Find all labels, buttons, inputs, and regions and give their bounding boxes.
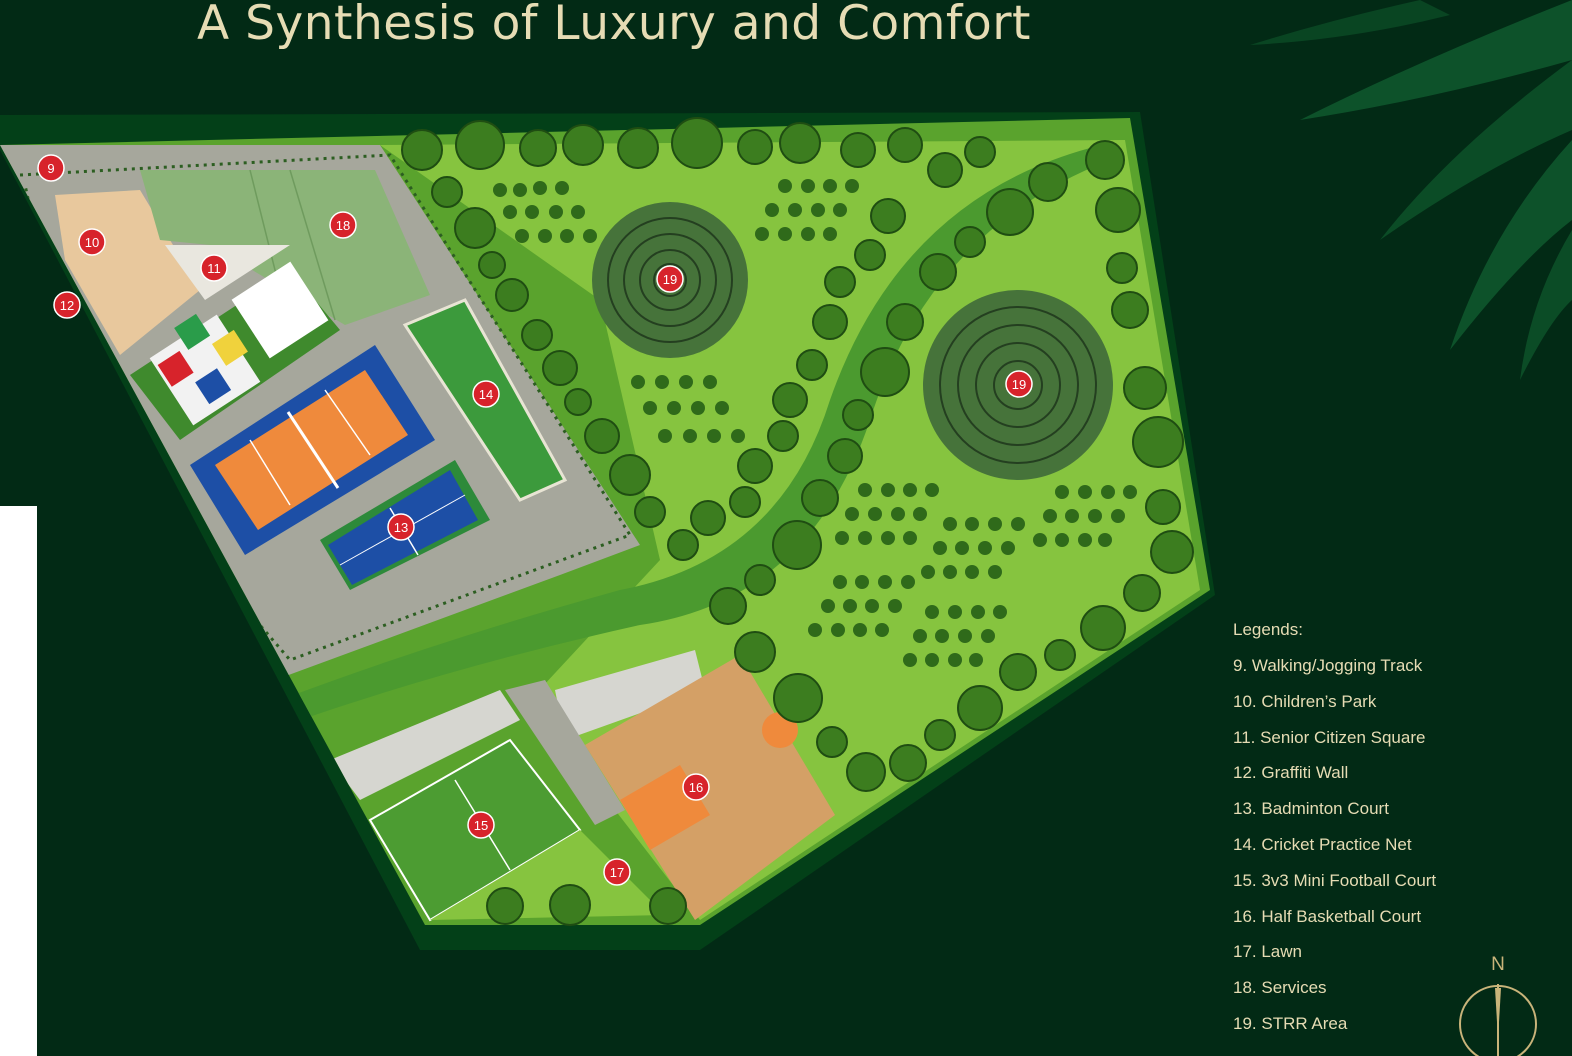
seating-area-north — [555, 650, 705, 740]
legend-item-14: 14. Cricket Practice Net — [1233, 834, 1412, 854]
green-walkway — [280, 148, 1110, 720]
legend-item-18: 18. Services — [1233, 978, 1327, 998]
central-pathway — [505, 680, 625, 825]
marker-16-label: 16 — [689, 780, 703, 795]
shrub-clusters — [493, 179, 1137, 667]
marker-17[interactable]: 17 — [603, 858, 631, 886]
legend-panel: Legends: 9. Walking/Jogging Track 10. Ch… — [1233, 618, 1553, 1048]
marker-12[interactable]: 12 — [53, 291, 81, 319]
seating-area-south — [330, 690, 520, 800]
legend-item-17: 17. Lawn — [1233, 942, 1302, 962]
marker-15[interactable]: 15 — [467, 811, 495, 839]
senior-citizen-square — [165, 245, 290, 300]
legend-list: 9. Walking/Jogging Track 10. Children’s … — [1233, 654, 1553, 1048]
legend-item-19: 19. STRR Area — [1233, 1013, 1348, 1033]
legend-item-11: 11. Senior Citizen Square — [1233, 727, 1426, 747]
marker-9-label: 9 — [47, 161, 54, 176]
marker-11[interactable]: 11 — [200, 254, 228, 282]
marker-19-west[interactable]: 19 — [656, 265, 684, 293]
legend-item-16: 16. Half Basketball Court — [1233, 906, 1422, 926]
white-edge-strip — [0, 506, 37, 1056]
marker-13[interactable]: 13 — [387, 513, 415, 541]
palm-leaf-decoration — [1250, 0, 1572, 380]
marker-18-label: 18 — [336, 218, 350, 233]
marker-10-label: 10 — [85, 235, 99, 250]
perimeter-trees — [401, 117, 1194, 926]
marker-19-east-label: 19 — [1012, 377, 1026, 392]
location-markers: 9 10 11 12 13 14 15 16 17 18 19 19 — [37, 154, 1033, 886]
page-title: A Synthesis of Luxury and Comfort — [197, 0, 1031, 51]
marker-19-west-label: 19 — [663, 272, 677, 287]
marker-15-label: 15 — [474, 818, 488, 833]
north-compass: N — [1456, 954, 1540, 1056]
compass-icon — [1459, 984, 1537, 1056]
marker-11-label: 11 — [207, 261, 221, 276]
marker-17-label: 17 — [610, 865, 624, 880]
marker-18[interactable]: 18 — [329, 211, 357, 239]
marker-14-label: 14 — [479, 387, 493, 402]
marker-10[interactable]: 10 — [78, 228, 106, 256]
legend-item-15: 15. 3v3 Mini Football Court — [1233, 870, 1437, 890]
marker-13-label: 13 — [394, 520, 408, 535]
legend-item-9: 9. Walking/Jogging Track — [1233, 656, 1423, 675]
marker-12-label: 12 — [60, 298, 74, 313]
walking-jogging-track — [19, 153, 633, 662]
marker-14[interactable]: 14 — [472, 380, 500, 408]
legend-item-13: 13. Badminton Court — [1233, 799, 1389, 819]
marker-16[interactable]: 16 — [682, 773, 710, 801]
legend-item-12: 12. Graffiti Wall — [1233, 763, 1349, 783]
legend-item-10: 10. Children’s Park — [1233, 691, 1377, 711]
legend-heading: Legends: — [1233, 620, 1303, 639]
marker-9[interactable]: 9 — [37, 154, 65, 182]
marker-19-east[interactable]: 19 — [1005, 370, 1033, 398]
compass-north-label: N — [1491, 954, 1505, 975]
